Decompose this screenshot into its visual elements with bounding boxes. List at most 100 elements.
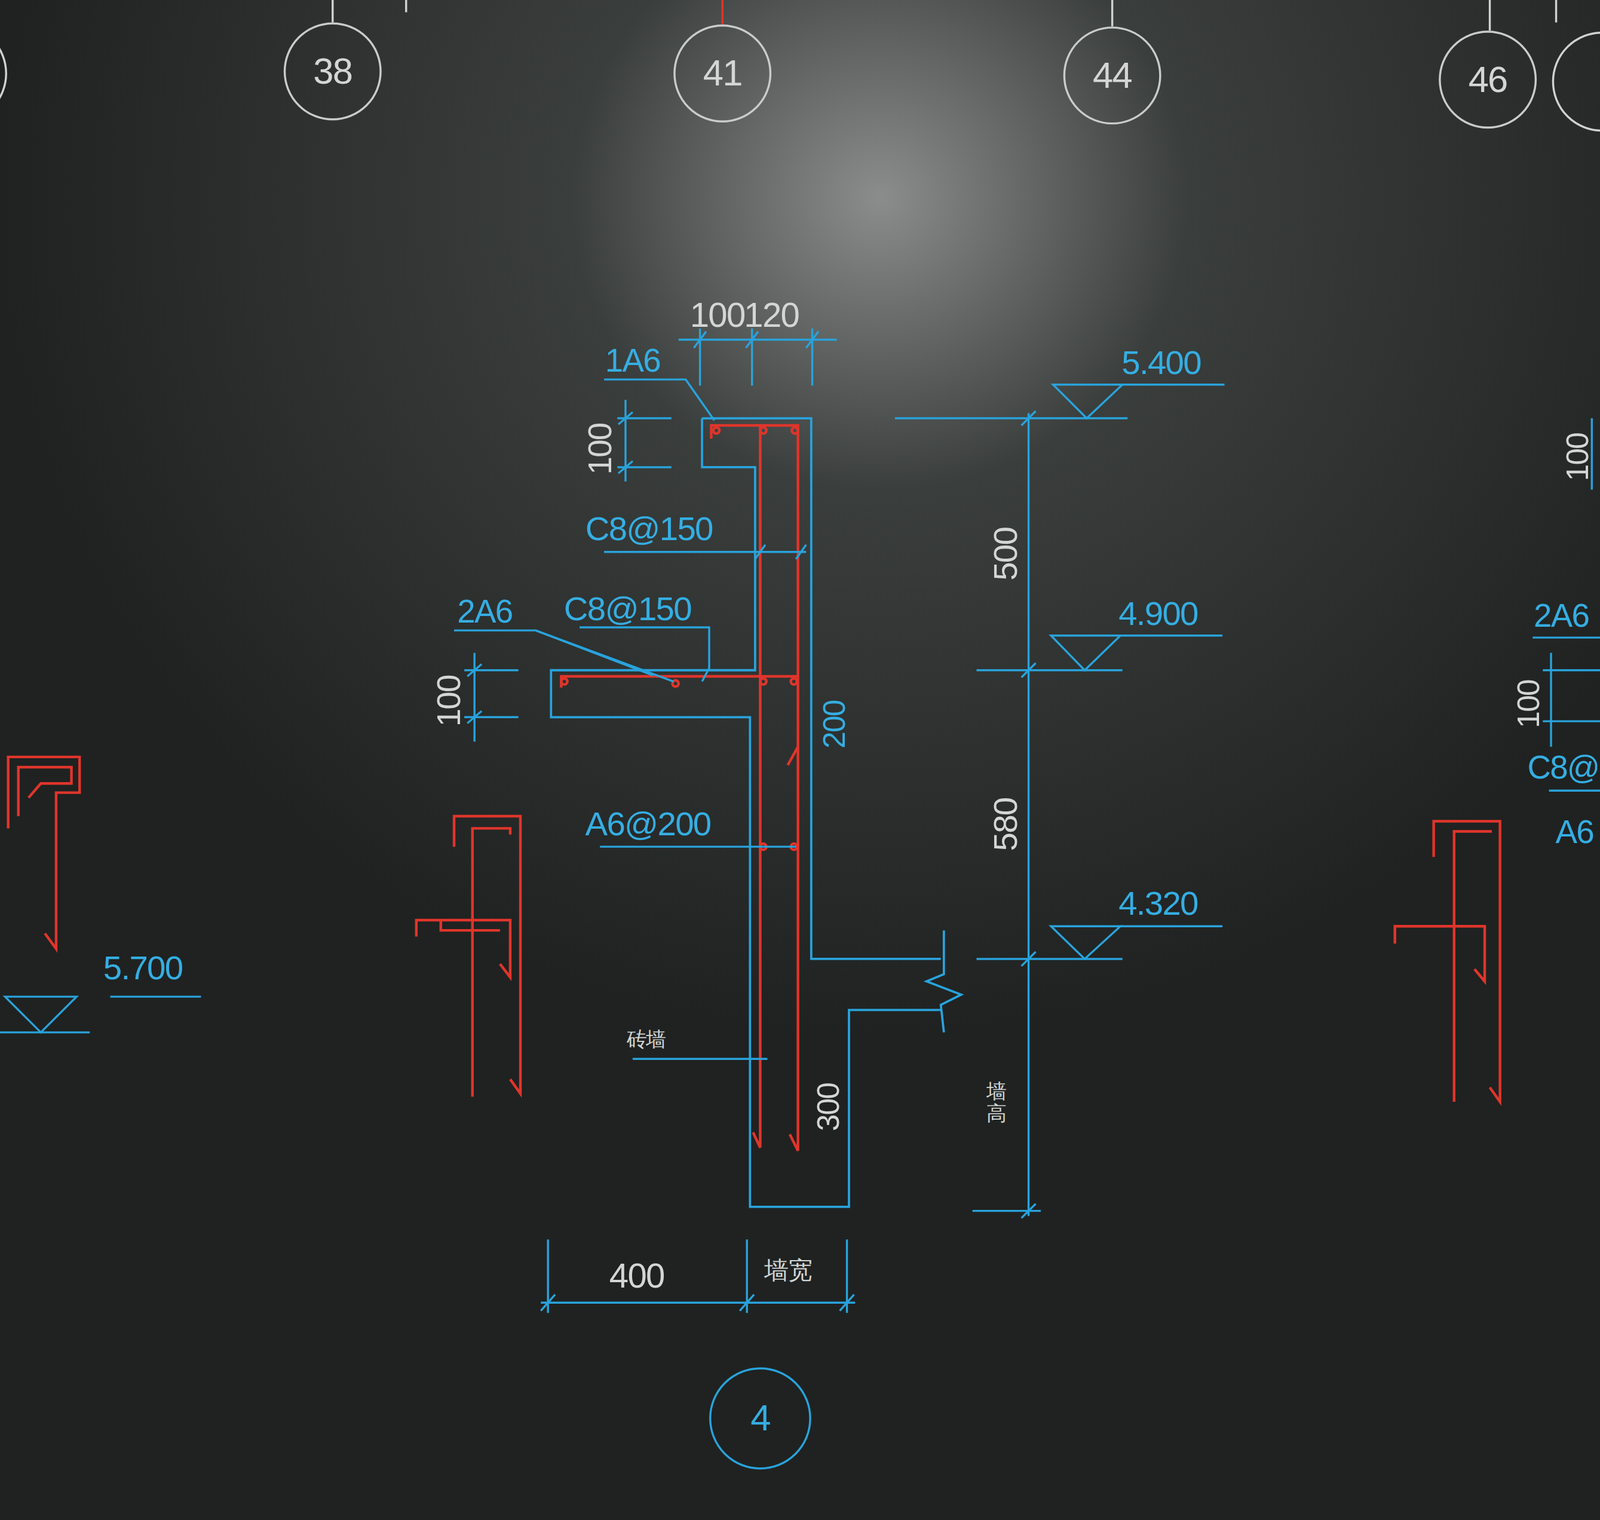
- rebar: [561, 676, 798, 688]
- rebar-shape-sketch: [1433, 820, 1501, 1102]
- section-outline: [550, 418, 941, 1207]
- dimension-line: [1021, 663, 1036, 678]
- rebar-callout: A6: [1555, 815, 1594, 849]
- axis-leader: [0, 0, 1600, 131]
- detail-number: 4: [750, 1396, 771, 1440]
- dimension-line: [894, 417, 1128, 419]
- dimension-line: [1021, 1203, 1036, 1219]
- rebar: [788, 746, 799, 766]
- axis-leader: [405, 0, 407, 12]
- rebar-shape-sketch: [1454, 831, 1492, 1102]
- axis-number: 38: [313, 50, 352, 94]
- dimension-line: [618, 461, 633, 474]
- dimension-line: [1027, 412, 1030, 1216]
- material-note: 砖墙: [626, 1028, 666, 1050]
- rebar-callout: C8@150: [564, 591, 692, 625]
- dimension-text: 580: [988, 798, 1022, 852]
- axis-leader: [1111, 0, 1114, 27]
- rebar: [759, 427, 766, 434]
- rebar-shape-sketch: [416, 920, 511, 978]
- rebar-callout: 2A6: [1533, 599, 1589, 633]
- rebar-shape-sketch: [472, 828, 511, 1097]
- axis-number: 46: [1468, 57, 1508, 101]
- axis-bubble: 44: [1063, 26, 1162, 125]
- elevation-mark: 5.700: [103, 950, 183, 985]
- leader-line: [604, 379, 714, 421]
- rebar: [752, 425, 760, 1148]
- leader-line: [604, 550, 806, 553]
- right-partial-detail: [1549, 653, 1552, 747]
- elevation-mark: 5.400: [1121, 345, 1201, 379]
- dimension-text: 墙宽: [764, 1258, 812, 1283]
- axis-leader: [1552, 32, 1600, 131]
- axis-bubble: 46: [1438, 30, 1537, 129]
- dimension-line: [739, 1294, 754, 1311]
- rebar-shape-sketch: [1395, 926, 1485, 982]
- dimension-line: [976, 669, 1123, 671]
- rebar-callout: 2A6: [457, 595, 513, 628]
- leader-line: [454, 630, 674, 682]
- elevation-symbol: [0, 1031, 90, 1034]
- dimension-line: [624, 399, 627, 482]
- dimension-text: 100: [583, 423, 617, 475]
- axis-leader-red: [721, 0, 723, 25]
- dimension-text: 100: [1513, 679, 1544, 728]
- section-outline: [702, 418, 942, 959]
- dimension-text: 100: [432, 675, 466, 727]
- rebar-callout: C8@: [1527, 751, 1599, 784]
- rebar: [759, 678, 766, 685]
- dimension-line: [693, 331, 706, 348]
- rebar: [561, 678, 567, 685]
- dimension-line: [840, 1294, 855, 1311]
- right-partial-detail: [1532, 636, 1600, 639]
- leader-line: [535, 630, 654, 676]
- dimension-text: 400: [609, 1258, 665, 1293]
- rebar-shape-sketch: [18, 767, 72, 817]
- elevation-symbol: [1053, 384, 1123, 419]
- leader-line: [579, 627, 710, 682]
- axis-bubble: 41: [673, 24, 772, 123]
- dimension-text: 100: [1562, 433, 1593, 481]
- leader-line: [599, 845, 796, 848]
- leader-line: [632, 1058, 768, 1060]
- right-partial-detail: [1542, 669, 1600, 671]
- leader-line: [795, 544, 806, 560]
- elevation-symbol: [5, 996, 78, 1033]
- rebar: [713, 427, 720, 434]
- dimension-text: 300: [813, 1083, 844, 1131]
- dimension-line: [976, 957, 1123, 960]
- axis-number: 41: [703, 51, 743, 95]
- right-partial-detail: [1542, 719, 1600, 722]
- elevation-symbol: [0, 384, 1225, 1033]
- dimension-line: [745, 331, 758, 348]
- rebar-callout: 1A6: [605, 344, 661, 377]
- dimension-line: [618, 412, 633, 425]
- dimension-line: [464, 328, 1128, 1314]
- dimension-line: [467, 664, 482, 677]
- dimension-line: [540, 1294, 556, 1311]
- axis-leader: [331, 0, 334, 23]
- rebar-shape-sketch: [440, 920, 501, 931]
- section-outline: [550, 418, 962, 1207]
- axis-bubble: 38: [283, 22, 382, 121]
- axis-leader-red: [721, 0, 723, 25]
- rebar: [561, 425, 798, 1151]
- dimension-text: 500: [988, 527, 1022, 581]
- rebar-shape-sketch: [8, 756, 81, 949]
- elevation-mark: 4.320: [1118, 886, 1198, 920]
- rebar-callout: A6@200: [585, 806, 711, 841]
- axis-leader: [1488, 0, 1491, 31]
- elevation-symbol: [1050, 926, 1121, 959]
- axis-number: 44: [1092, 54, 1132, 98]
- leader-line: [454, 379, 806, 1059]
- right-partial-detail: [1549, 789, 1600, 792]
- rebar: [710, 425, 798, 1151]
- dimension-text: 120: [743, 296, 799, 332]
- right-partial-detail: [1532, 418, 1600, 791]
- rebar-shape-sketch: [8, 756, 1501, 1102]
- dimension-text: 墙高: [985, 1079, 1007, 1125]
- elevation-symbol: [109, 995, 201, 998]
